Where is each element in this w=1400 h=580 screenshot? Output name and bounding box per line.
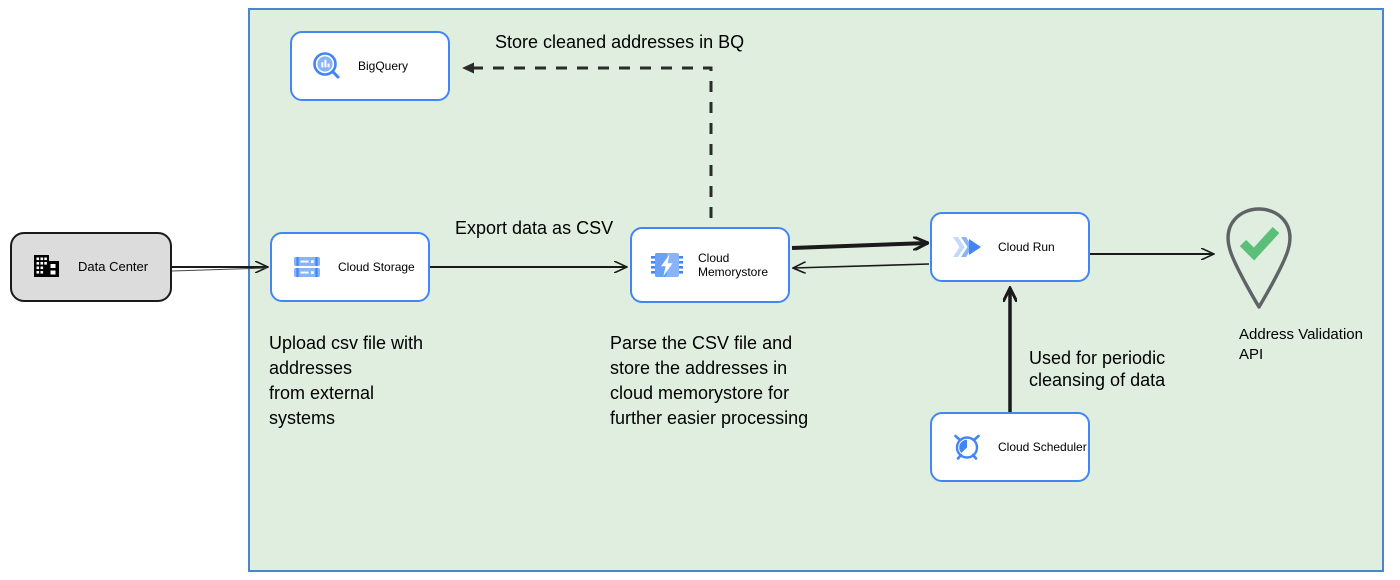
cloud-storage-icon (288, 248, 326, 286)
edge-datacenter-to-storage (171, 267, 268, 271)
node-address-validation-api[interactable] (1219, 205, 1299, 310)
edge-label-export-csv: Export data as CSV (455, 218, 614, 238)
node-cloud-run[interactable]: Cloud Run (930, 212, 1090, 282)
google-cloud-zone (248, 8, 1384, 572)
node-label-data-center: Data Center (78, 259, 149, 274)
node-bigquery[interactable]: BigQuery (290, 31, 450, 101)
edge-cloudrun-to-memorystore (793, 264, 930, 268)
edge-memorystore-to-bigquery (462, 62, 713, 218)
map-pin-check-icon (1226, 207, 1292, 309)
edge-label-store-cleaned-bq: Store cleaned addresses in BQ (495, 32, 745, 52)
building-icon (28, 248, 66, 286)
node-cloud-scheduler[interactable]: Cloud Scheduler (930, 412, 1090, 482)
node-label-cloud-memorystore: Cloud Memorystore (698, 251, 769, 279)
caption-parse-csv: Parse the CSV file and store the address… (610, 333, 809, 428)
node-cloud-storage[interactable]: Cloud Storage (270, 232, 430, 302)
node-label-cloud-storage: Cloud Storage (338, 260, 415, 274)
caption-upload-csv: Upload csv file with addresses from exte… (269, 333, 424, 428)
node-label-bigquery: BigQuery (358, 59, 409, 73)
cloud-run-icon (948, 228, 986, 266)
edge-label-periodic-cleansing: Used for periodic cleansing of data (1029, 348, 1166, 390)
alarm-clock-icon (948, 428, 986, 466)
memorystore-chip-icon (648, 246, 686, 284)
bigquery-icon (308, 47, 346, 85)
node-label-cloud-run: Cloud Run (998, 240, 1055, 254)
edge-memorystore-to-cloudrun (791, 243, 928, 248)
node-cloud-memorystore[interactable]: Cloud Memorystore (630, 227, 790, 303)
address-validation-api-label: Address Validation API (1239, 326, 1363, 363)
node-label-cloud-scheduler: Cloud Scheduler (998, 440, 1087, 454)
node-data-center[interactable]: Data Center (10, 232, 172, 302)
